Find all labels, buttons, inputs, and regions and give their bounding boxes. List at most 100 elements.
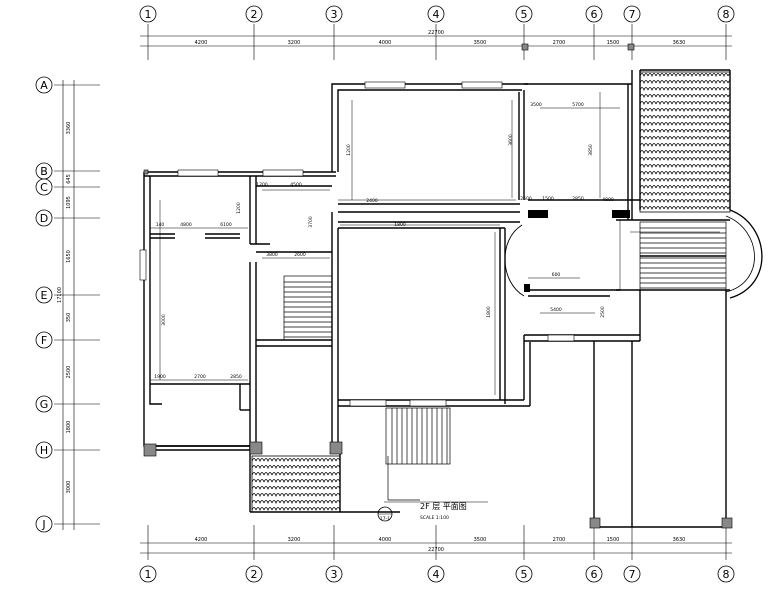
row-bubble-label: E [41,289,48,302]
top-dimension-label: 2700 [553,40,566,46]
roof-tiles-top-right [639,71,731,213]
top-dimension-label: 3500 [474,40,487,46]
left-dimension-label: 1095 [66,196,72,209]
column-bubble [585,5,603,23]
column-bubble-label: 4 [433,8,440,21]
column-bubble [515,5,533,23]
left-dimension-label: 3000 [66,481,72,494]
row-bubble [35,441,53,459]
room-dimension-label: 4800 [602,197,614,203]
left-dimension-chain [62,80,75,530]
column-bubble [325,5,343,23]
column-bubble [427,565,445,583]
column-bubble [139,5,157,23]
bottom-dimension-label: 2700 [553,537,566,543]
column-bubble [139,565,157,583]
column-bubble [427,5,445,23]
bottom-dimension-label: 3200 [288,537,301,543]
room-dimension-label: 6100 [220,222,232,228]
column-bubble-label: 5 [521,568,528,581]
stair-flights [283,221,727,501]
row-bubble [35,286,53,304]
room-dimension-label: 140 [156,222,165,228]
room-dimension-label: 2700 [194,374,206,380]
title-block: 17-1 2F 层 平面图 SCALE 1:100 [377,501,488,522]
room-dimension-label: 3700 [308,216,314,228]
row-bubble-label: C [40,181,48,194]
column-bubble [717,565,735,583]
column-bubble [245,5,263,23]
drawing-scale: SCALE 1:100 [420,515,449,521]
top-dimension-label: 4000 [379,40,392,46]
room-dimension-label: 4500 [290,182,302,188]
column-bubble-label: 2 [251,8,258,21]
curved-bay-window [729,209,763,299]
room-dimension-label: 1900 [154,374,166,380]
column-bubble [245,565,263,583]
interior-dimension-lines [150,92,720,395]
left-dimension-label: 645 [66,174,72,184]
windows [139,81,575,407]
row-bubble [35,331,53,349]
column-bubble [623,5,641,23]
room-dimension-label: 1500 [542,196,554,202]
column-bubble [623,565,641,583]
top-dimension-label: 3200 [288,40,301,46]
room-dimension-label: 1200 [346,144,352,156]
room-dimension-label: 5700 [572,102,584,108]
top-dimension-label: 3630 [673,40,686,46]
drawing-title: 2F 层 平面图 [420,502,467,511]
bottom-dimension-label: 4200 [195,537,208,543]
bottom-dimension-label: 3500 [474,537,487,543]
row-bubble-label: A [40,79,48,92]
row-bubble [35,178,53,196]
left-dimension-label: 2500 [66,366,72,379]
column-bubble [325,565,343,583]
section-marker: 17-1 [380,516,390,522]
room-dimension-label: 5400 [550,307,562,313]
row-bubble [35,209,53,227]
top-dimension-label: 1500 [607,40,620,46]
left-dimension-label: 3360 [66,122,72,135]
column-bubble-label: 8 [723,8,730,21]
column-bubble-label: 3 [331,8,338,21]
column-bubble-label: 2 [251,568,258,581]
column-bubble-label: 4 [433,568,440,581]
row-bubble [35,515,53,533]
column-bubble [515,565,533,583]
structural-columns [143,43,733,529]
row-bubble-label: G [40,398,49,411]
column-bubble [585,565,603,583]
room-dimension-label: 2500 [520,196,532,202]
room-dimension-label: 600 [552,272,561,278]
column-bubble-label: 6 [591,568,598,581]
column-bubble-label: 3 [331,568,338,581]
room-dimension-label: 2850 [230,374,242,380]
room-dimension-label: 3850 [588,144,594,156]
bottom-total-label: 22700 [428,547,444,553]
column-bubble-label: 5 [521,8,528,21]
room-dimension-label: 3600 [508,134,514,146]
row-bubble-label: B [40,165,48,178]
room-dimension-label: 2600 [294,252,306,258]
room-dimension-label: 3500 [530,102,542,108]
room-dimension-label: 1800 [486,306,492,318]
column-bubble-label: 8 [723,568,730,581]
room-dimension-label: 2850 [572,196,584,202]
room-dimension-label: 1800 [394,222,406,228]
room-dimension-label: 1200 [236,202,242,214]
column-bubble-label: 7 [629,568,636,581]
left-dimension-label: 1800 [66,421,72,434]
row-bubble-label: D [40,212,48,225]
left-dimension-label: 1650 [66,250,72,263]
bottom-dimension-label: 3630 [673,537,686,543]
column-bubble-label: 1 [145,8,152,21]
wall-hatch-marks [524,210,630,292]
